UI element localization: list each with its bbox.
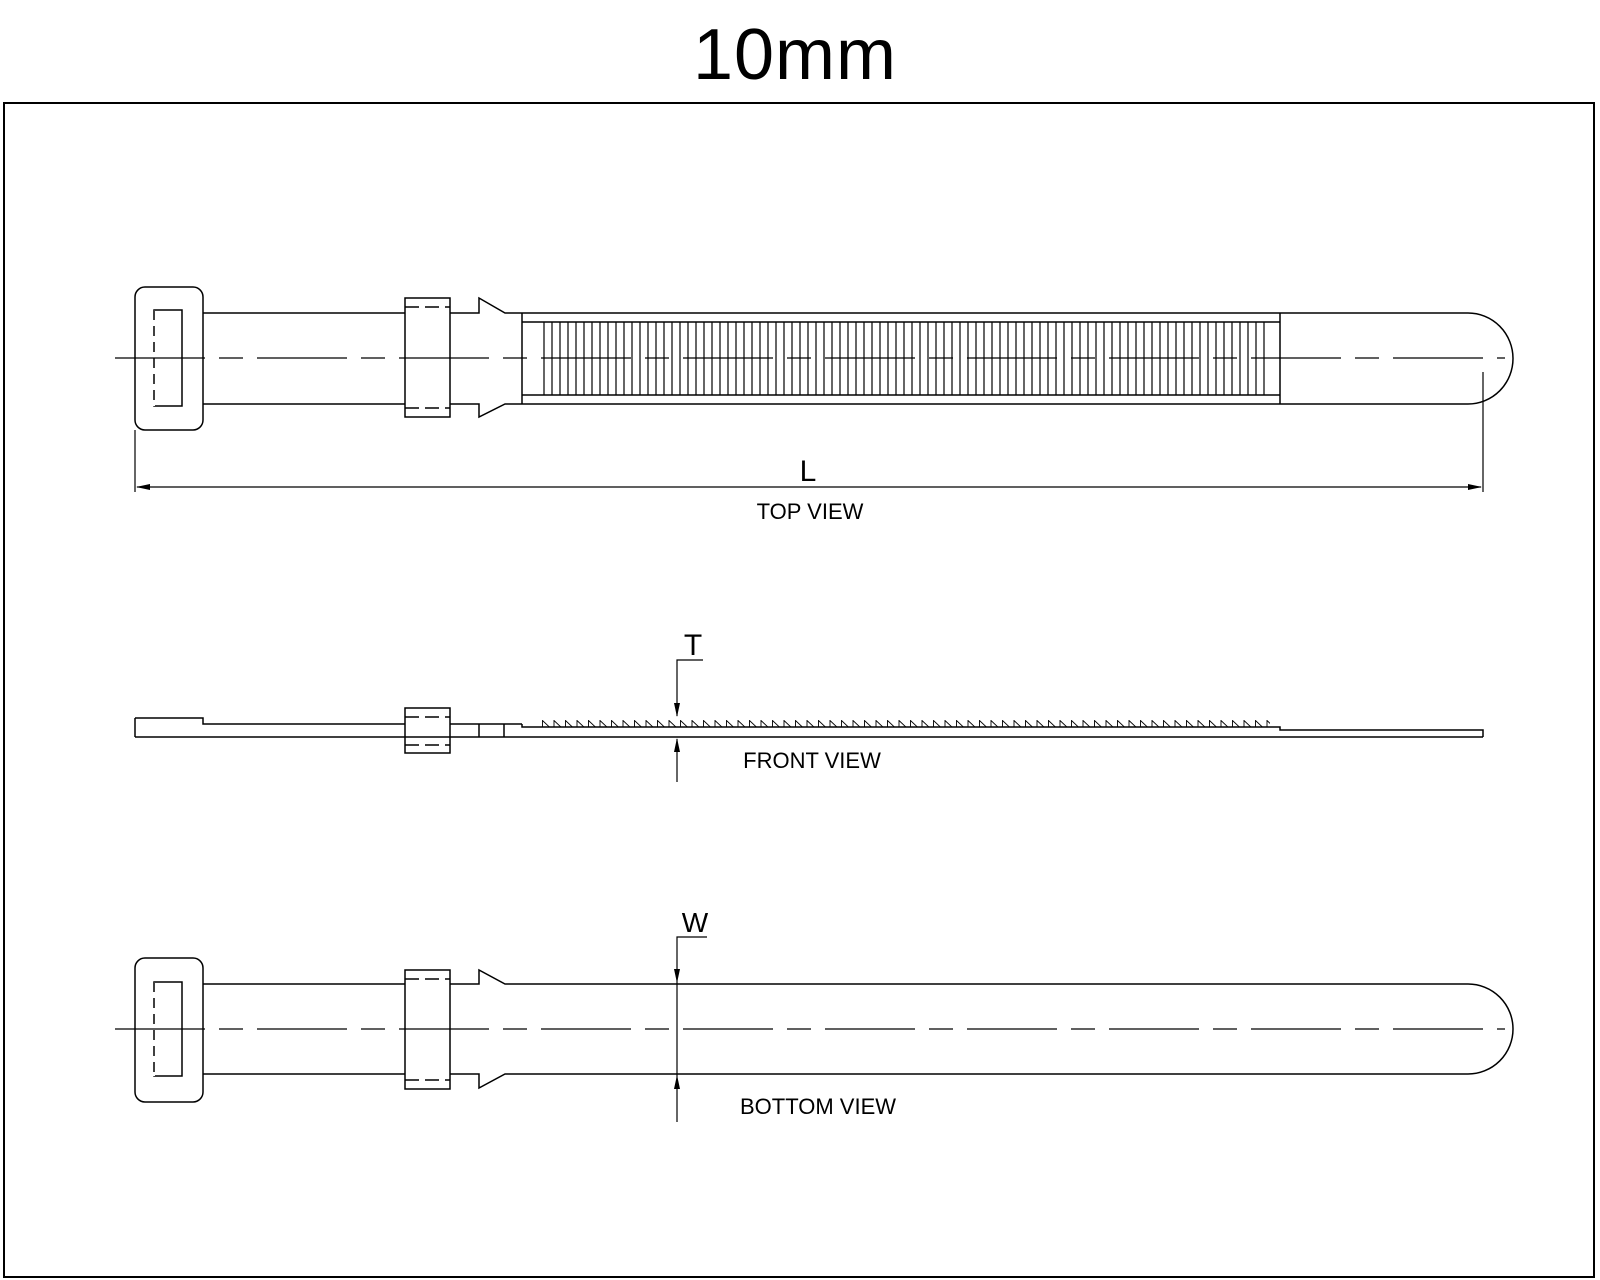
top-view-label: TOP VIEW <box>757 499 864 524</box>
drawing-title: 10mm <box>692 15 898 95</box>
width-dimension-label: W <box>682 907 709 938</box>
bottom-view <box>115 936 1514 1122</box>
front-buckle <box>404 707 451 754</box>
thickness-dimension-label: T <box>684 629 702 662</box>
length-dimension-label: L <box>800 455 817 488</box>
front-view <box>134 659 1484 782</box>
front-view-label: FRONT VIEW <box>743 748 881 773</box>
bottom-head <box>134 957 204 1103</box>
top-view <box>115 286 1514 492</box>
drawing-frame <box>3 102 1595 1278</box>
front-teeth <box>540 719 1270 727</box>
bottom-view-label: BOTTOM VIEW <box>740 1094 896 1119</box>
